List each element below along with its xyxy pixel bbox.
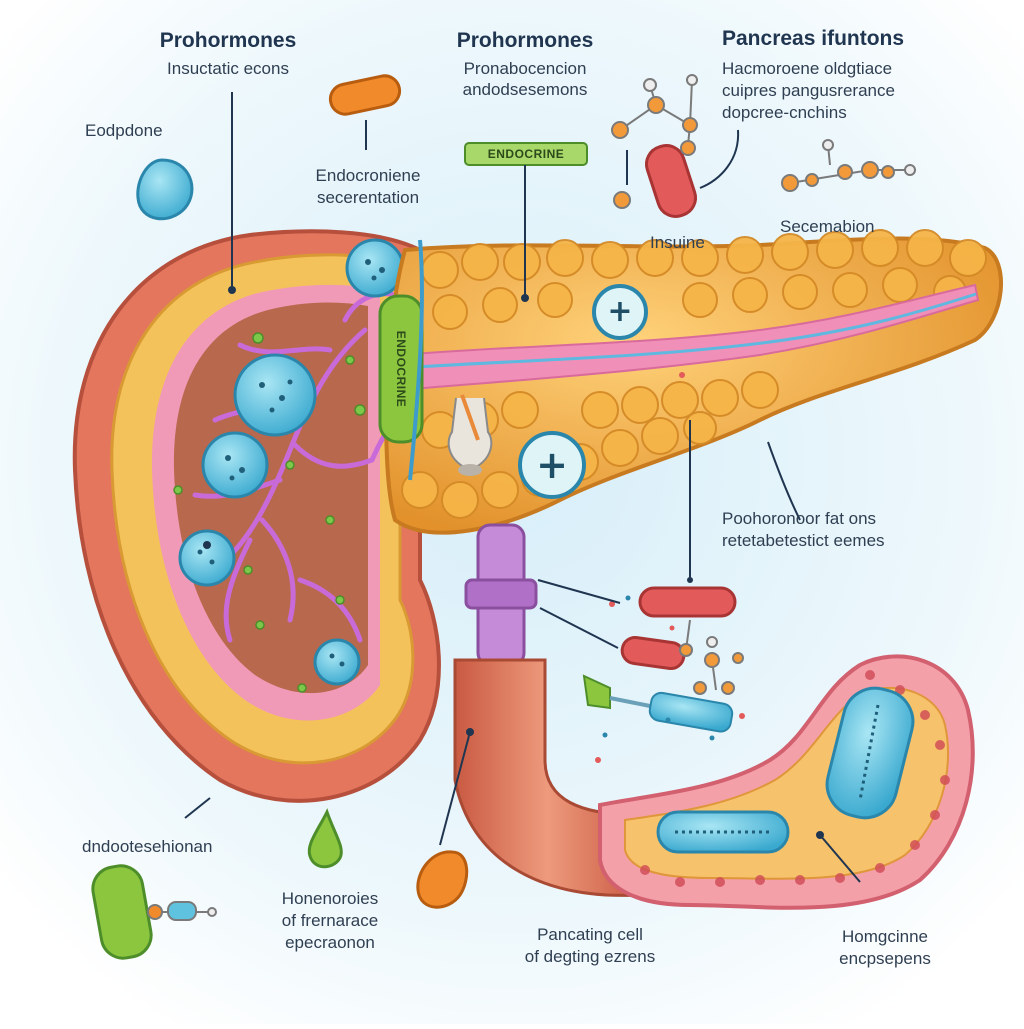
label-mid-right-2: retetabetestict eemes <box>722 531 885 550</box>
plus-symbol-upper: + <box>607 294 633 329</box>
top-center-subtitle-2: andodsesemons <box>462 80 588 99</box>
label-bottom-left-center-3: epecraonon <box>285 933 375 952</box>
top-left-subtitle: Insuctatic econs <box>167 59 289 78</box>
plus-circles <box>518 284 648 499</box>
endocrine-tag-band: ENDOCRINE <box>394 330 408 408</box>
leader-lines <box>184 92 861 883</box>
islet-cells <box>178 238 405 686</box>
floating-molecules <box>91 74 916 960</box>
endocrine-band <box>378 239 424 481</box>
top-center-subtitle-1: Pronabocencion <box>463 59 587 78</box>
label-secretion: Secemabion <box>780 217 875 236</box>
label-left-top: Eodpdone <box>85 121 163 140</box>
label-endocrine-2: secerentation <box>316 188 420 207</box>
leader-dots <box>203 286 824 839</box>
label-bottom-center-1: Pancating cell <box>537 925 643 944</box>
label-bottom-left-center-2: of frernarace <box>281 911 379 930</box>
endocrine-tag-top: ENDOCRINE <box>487 147 565 161</box>
label-bottom-left-center-1: Honenoroies <box>281 889 379 908</box>
top-right-subtitle-1: Hacmoroene oldgtiace <box>722 59 893 78</box>
top-right-title: Pancreas ifuntons <box>722 27 905 50</box>
plus-symbol-lower: + <box>536 443 568 487</box>
duodenum <box>598 654 975 910</box>
top-right-subtitle-3: dopcree-cnchins <box>722 103 847 122</box>
green-granules <box>173 332 366 693</box>
top-left-title: Prohormones <box>159 29 297 52</box>
label-bottom-right-2: encpsepens <box>839 949 931 968</box>
label-mid-right-1: Poohoronoor fat ons <box>722 509 877 528</box>
label-bottom-center-2: of degting ezrens <box>524 947 656 966</box>
top-center-title: Prohormones <box>456 29 594 52</box>
label-endocrine-1: Endocroniene <box>315 166 421 185</box>
label-bottom-right-1: Homgcinne <box>842 927 928 946</box>
pancreatic-duct-tube <box>453 523 642 897</box>
label-bottom-left: dndootesehionan <box>82 837 213 856</box>
top-right-subtitle-2: cuipres pangusrerance <box>722 81 895 100</box>
secretory-granule <box>447 394 493 476</box>
label-insulin: Insuine <box>650 233 705 252</box>
